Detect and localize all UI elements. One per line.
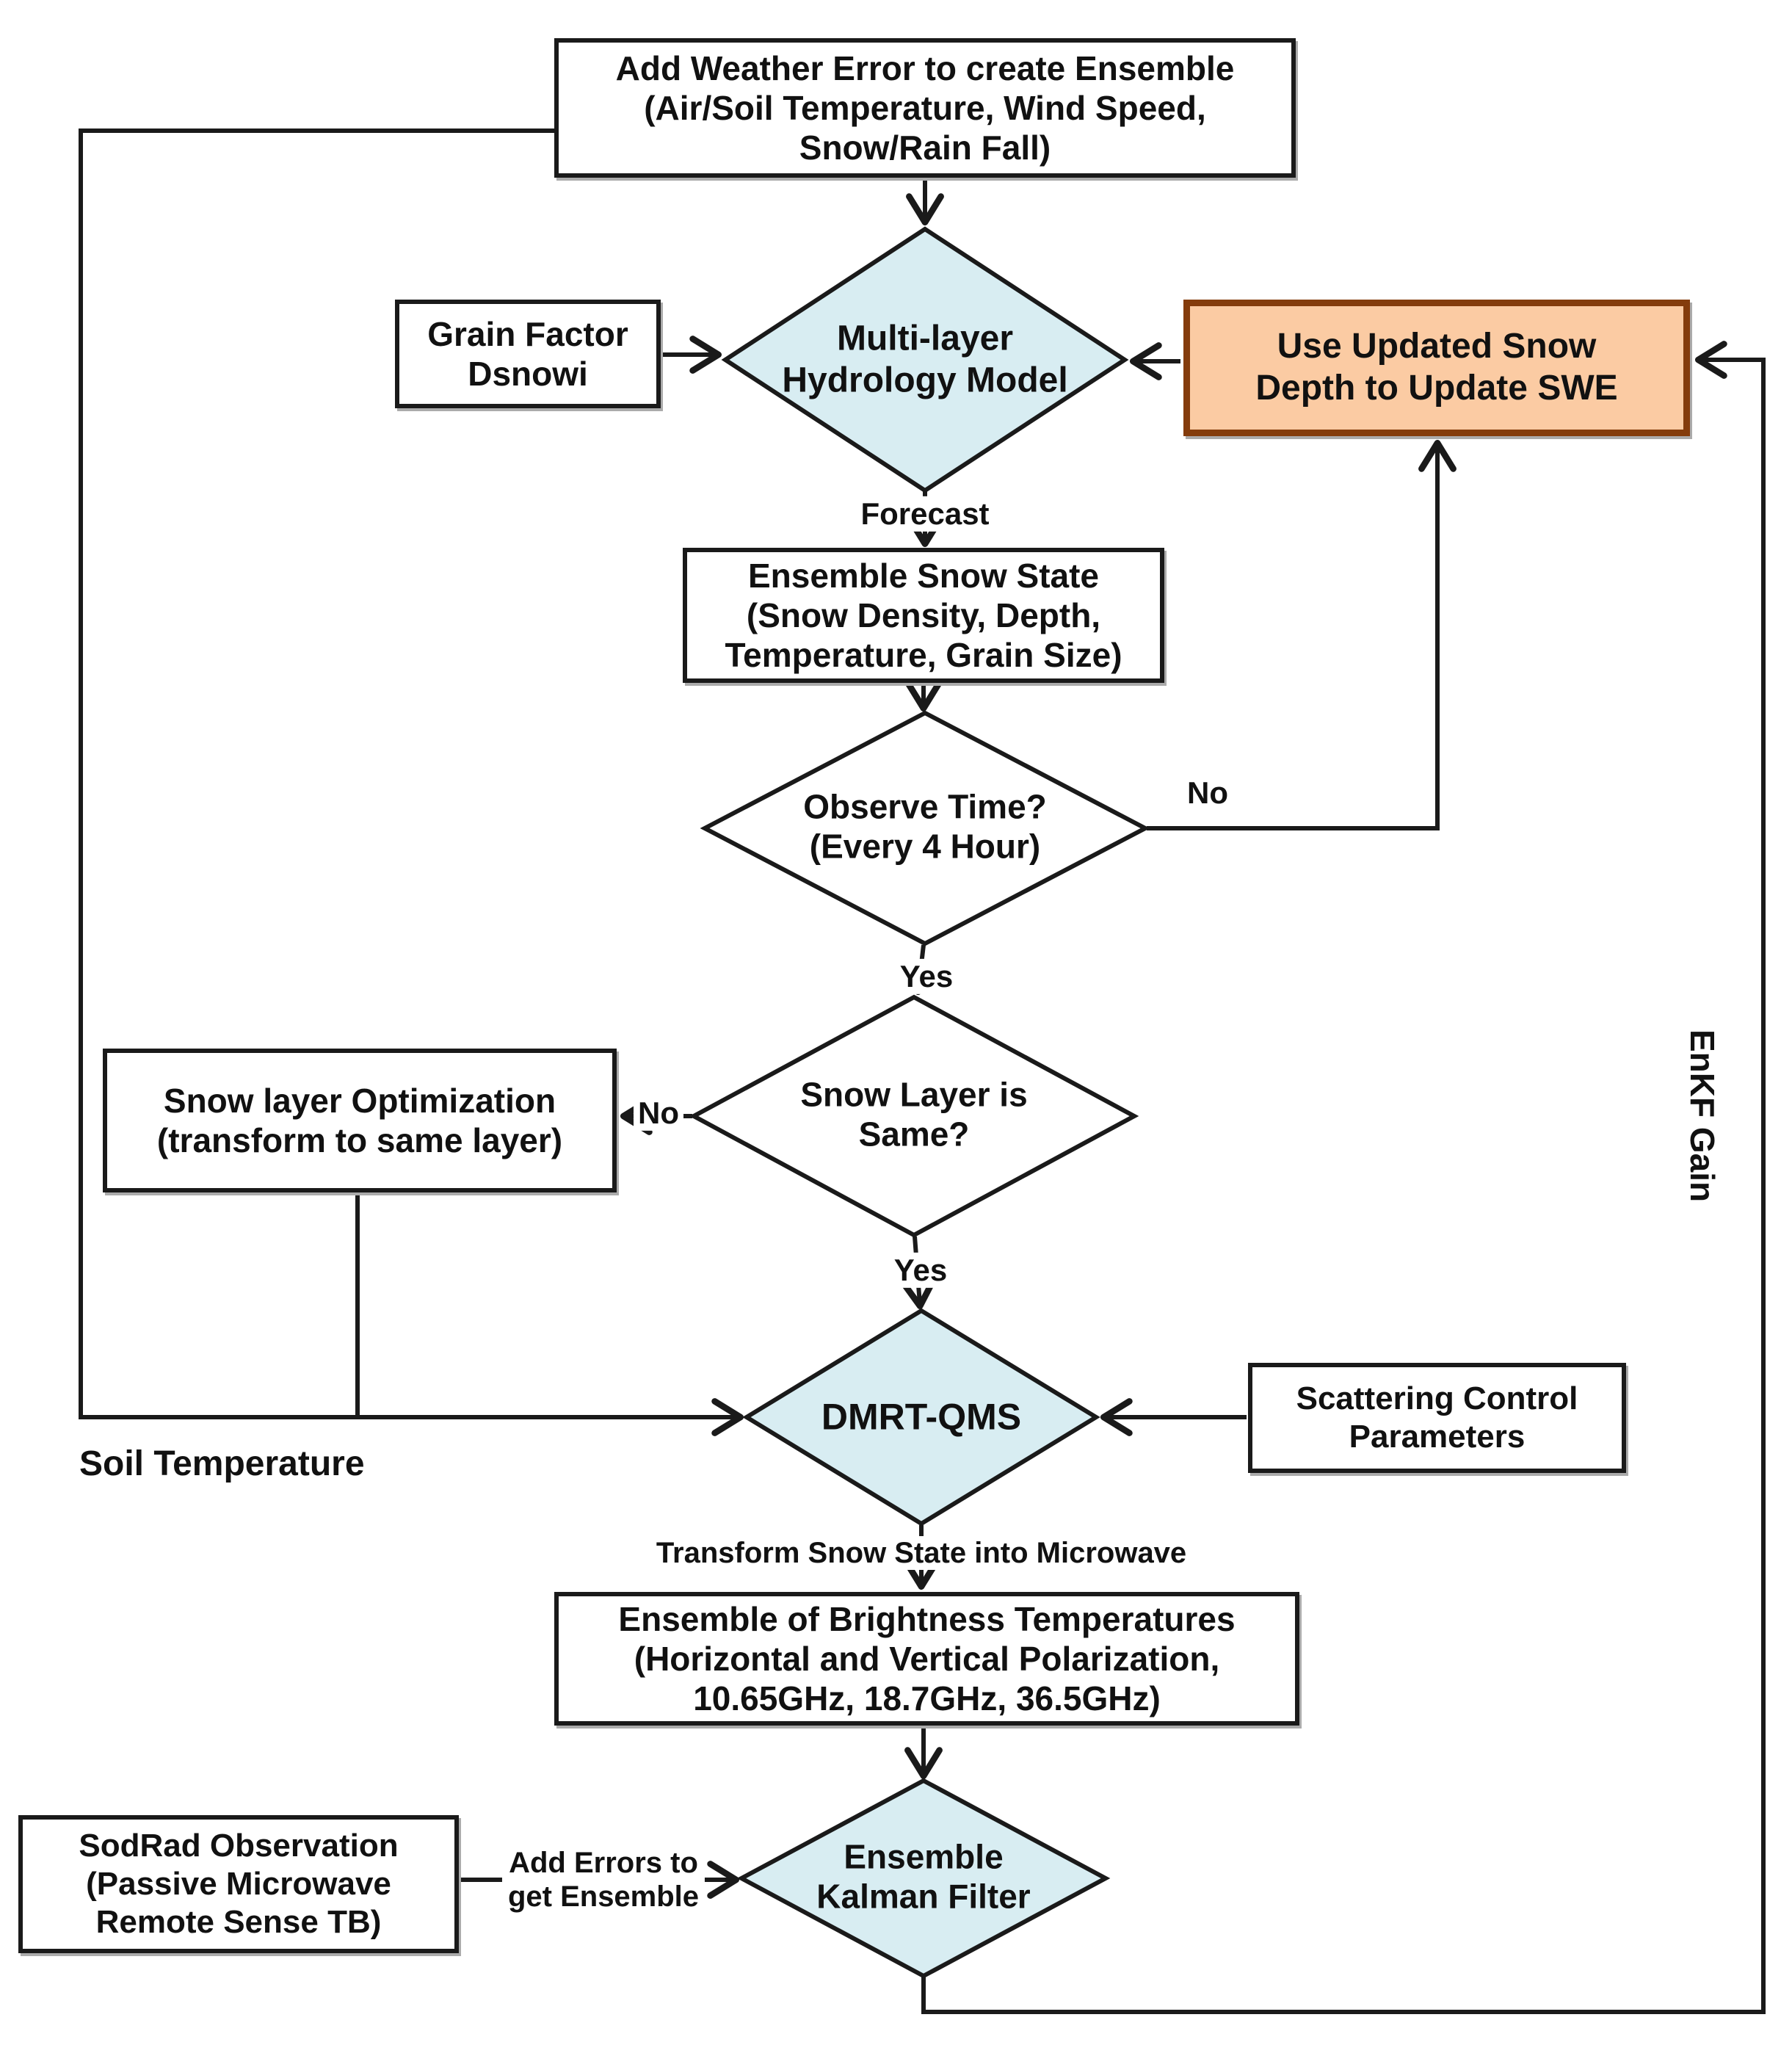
snow-layer-yes-label: Yes: [883, 1252, 958, 1289]
soil-temperature-label: Soil Temperature: [79, 1444, 365, 1483]
text-line: Hydrology Model: [782, 361, 1068, 399]
enkf-gain-label: EnKF Gain: [1683, 1029, 1722, 1203]
text-line: (Snow Density, Depth,: [746, 596, 1101, 634]
text-line: Observe Time?: [803, 787, 1047, 826]
text-line: Temperature, Grain Size): [725, 636, 1122, 675]
arrow-observe-no-to-swe: [1147, 439, 1457, 830]
arrow-soil-temperature-to-dmrt: [79, 128, 744, 1436]
observe-yes-label: Yes: [889, 958, 964, 995]
snow-state-box: Ensemble Snow State (Snow Density, Depth…: [683, 548, 1164, 683]
text-line: Multi-layer: [836, 319, 1014, 358]
text-line: Remote Sense TB): [95, 1903, 382, 1940]
arrow-ekf-gain-to-swe: [921, 341, 1766, 2014]
text-line: Snow layer Optimization: [163, 1081, 556, 1120]
forecast-label: Forecast: [850, 496, 1000, 532]
text-line: 10.65GHz, 18.7GHz, 36.5GHz): [693, 1679, 1161, 1718]
text-line: Kalman Filter: [816, 1878, 1031, 1916]
text-line: get Ensemble: [507, 1880, 700, 1913]
observe-time-diamond: [700, 710, 1150, 946]
transform-microwave-label: Transform Snow State into Microwave: [645, 1536, 1197, 1570]
text-line: (Air/Soil Temperature, Wind Speed,: [644, 88, 1206, 127]
brightness-temperatures-box: Ensemble of Brightness Temperatures (Hor…: [554, 1592, 1299, 1726]
text-line: Grain Factor: [427, 314, 628, 353]
text-line: Parameters: [1349, 1419, 1526, 1455]
text-line: Use Updated Snow: [1277, 327, 1597, 366]
grain-factor-box: Grain Factor Dsnowi: [395, 300, 661, 408]
text-line: (Passive Microwave: [86, 1866, 391, 1903]
text-line: (Horizontal and Vertical Polarization,: [634, 1639, 1220, 1678]
text-line: SodRad Observation: [79, 1828, 399, 1864]
snow-layer-no-label: No: [634, 1095, 683, 1132]
text-line: Ensemble of Brightness Temperatures: [618, 1599, 1236, 1638]
sodrad-observation-box: SodRad Observation (Passive Microwave Re…: [18, 1815, 459, 1953]
snow-layer-same-label: Snow Layer is Same?: [800, 1075, 1027, 1155]
observe-time-label: Observe Time? (Every 4 Hour): [803, 787, 1047, 867]
multilayer-hydrology-diamond: [721, 226, 1129, 493]
text-line: Ensemble Snow State: [747, 556, 1099, 595]
text-line: Ensemble: [844, 1837, 1004, 1876]
ensemble-kalman-filter-label: Ensemble Kalman Filter: [816, 1837, 1030, 1917]
add-errors-label: Add Errors to get Ensemble: [501, 1846, 705, 1914]
snow-layer-same-diamond: [689, 994, 1139, 1238]
dmrt-qms-diamond: [742, 1308, 1100, 1527]
text-line: Snow Layer is: [800, 1075, 1028, 1114]
dmrt-qms-label: DMRT-QMS: [821, 1396, 1022, 1438]
text-line: (Every 4 Hour): [809, 828, 1041, 866]
snow-layer-optimization-box: Snow layer Optimization (transform to sa…: [103, 1049, 617, 1192]
observe-no-label: No: [1187, 775, 1228, 810]
text-line: (transform to same layer): [156, 1121, 563, 1159]
text-line: Depth to Update SWE: [1255, 369, 1618, 408]
ensemble-kalman-filter-diamond: [736, 1778, 1111, 1979]
text-line: Snow/Rain Fall): [799, 128, 1051, 167]
text-line: Same?: [858, 1115, 970, 1154]
text-line: Scattering Control: [1296, 1380, 1578, 1417]
text-line: Add Weather Error to create Ensemble: [615, 48, 1235, 87]
scattering-parameters-box: Scattering Control Parameters: [1248, 1363, 1626, 1473]
text-line: Dsnowi: [468, 355, 588, 393]
weather-error-box: Add Weather Error to create Ensemble (Ai…: [554, 38, 1296, 178]
multilayer-hydrology-label: Multi-layer Hydrology Model: [782, 318, 1067, 401]
text-line: Add Errors to: [509, 1847, 698, 1879]
updated-swe-box: Use Updated Snow Depth to Update SWE: [1183, 300, 1690, 436]
